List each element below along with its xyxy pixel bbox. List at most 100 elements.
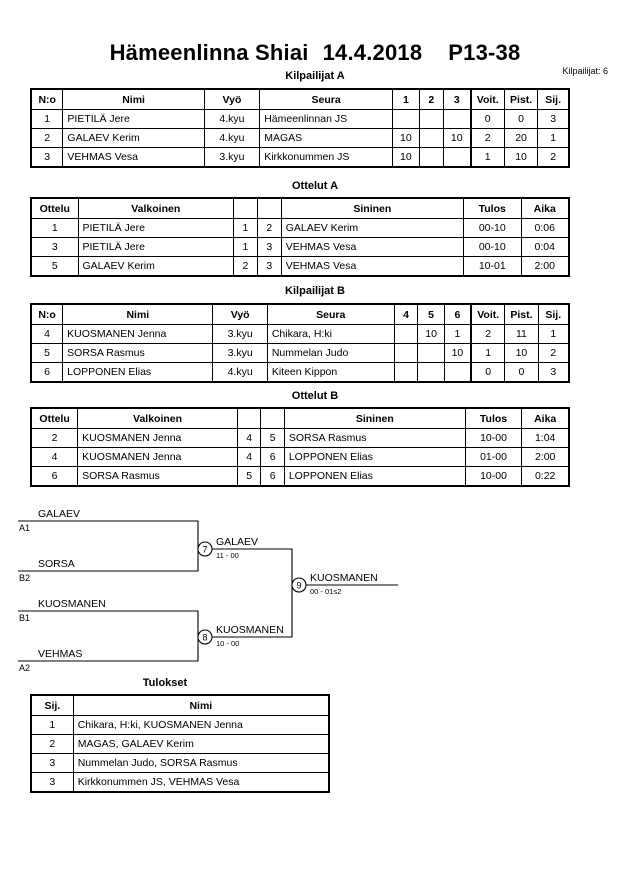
bracket-node-8-number: 8 [202,633,207,643]
header-name: Nimi [62,88,205,110]
cell-score-5 [417,343,445,363]
cell-score-3 [442,109,472,129]
cell-result: 00-10 [462,218,522,238]
cell-belt: 4.kyu [203,128,261,148]
header-match-5: 5 [417,303,445,325]
header-club: Seura [266,303,395,325]
table-row: 1 PIETILÄ Jere 4.kyu Hämeenlinnan JS 0 0… [30,109,570,129]
bracket-entry-seed-3: B1 [19,613,30,623]
cell-club: Chikara, H:ki [266,324,395,344]
cell-blue-no: 6 [260,447,285,467]
cell-blue-no: 6 [260,466,285,487]
cell-rank: 1 [537,324,570,344]
cell-points: 10 [503,147,539,168]
table-row: 2 GALAEV Kerim 4.kyu MAGAS 10 10 2 20 1 [30,128,570,148]
cell-points: 11 [504,324,539,344]
bracket-entry-name-3: KUOSMANEN [38,598,106,610]
cell-no: 3 [30,147,64,168]
bracket-node-8-score: 10 - 00 [216,639,239,648]
header-match: Ottelu [30,197,79,219]
table-row: 3 Kirkkonummen JS, VEHMAS Vesa [30,772,330,793]
cell-blue: GALAEV Kerim [280,218,464,238]
bracket-entry-seed-1: A1 [19,523,30,533]
cell-score-6: 1 [443,324,472,344]
cell-wins: 0 [469,109,505,129]
header-blue-no [260,407,285,429]
cell-blue: VEHMAS Vesa [280,256,464,277]
cell-points: 20 [503,128,539,148]
cell-name: VEHMAS Vesa [62,147,205,168]
cell-white: PIETILÄ Jere [77,237,234,257]
results-header-row: Sij. Nimi [30,694,330,716]
cell-score-2 [418,147,444,168]
cell-white-no: 1 [232,218,258,238]
matches-b-caption: Ottelut B [291,390,339,402]
cell-club: MAGAS [259,128,394,148]
cell-white-no: 4 [236,447,262,467]
header-match-3: 3 [442,88,472,110]
cell-result: 01-00 [464,447,523,467]
header-match-2: 2 [418,88,444,110]
bracket-node-9-winner: KUOSMANEN [310,572,378,584]
bracket-node-8 [197,629,213,645]
cell-white-no: 2 [232,256,258,277]
cell-match-no: 3 [30,237,79,257]
pool-b-header-row: N:o Nimi Vyö Seura 4 5 6 Voit. Pist. Sij… [30,303,570,325]
header-white-no [232,197,258,219]
table-row: 3 VEHMAS Vesa 3.kyu Kirkkonummen JS 10 1… [30,147,570,168]
cell-match-no: 6 [30,466,79,487]
cell-score-6: 10 [443,343,472,363]
cell-wins: 2 [470,324,506,344]
bracket-entry-name-1: GALAEV [38,508,80,520]
competitor-count: Kilpailijat: 6 [562,66,608,76]
cell-belt: 3.kyu [212,324,268,344]
cell-belt: 3.kyu [203,147,261,168]
header-belt: Vyö [212,303,268,325]
pool-b-table: N:o Nimi Vyö Seura 4 5 6 Voit. Pist. Sij… [30,303,570,383]
table-row: 3 Nummelan Judo, SORSA Rasmus [30,753,330,773]
bracket-node-9 [291,577,307,593]
header-rank: Sij. [537,303,570,325]
header-match-6: 6 [443,303,472,325]
cell-result: 10-01 [462,256,522,277]
cell-result-rank: 3 [30,753,74,773]
cell-club: Hämeenlinnan JS [259,109,394,129]
table-row: 1 PIETILÄ Jere 1 2 GALAEV Kerim 00-10 0:… [30,218,570,238]
cell-rank: 3 [537,109,570,129]
cell-blue-no: 3 [256,237,282,257]
pool-a-table: N:o Nimi Vyö Seura 1 2 3 Voit. Pist. Sij… [30,88,570,168]
cell-white: KUOSMANEN Jenna [77,428,238,448]
cell-score-4 [393,362,419,383]
header-result-rank: Sij. [30,694,74,716]
cell-name: KUOSMANEN Jenna [62,324,214,344]
cell-white-no: 4 [236,428,262,448]
table-row: 2 KUOSMANEN Jenna 4 5 SORSA Rasmus 10-00… [30,428,570,448]
cell-name: SORSA Rasmus [62,343,214,363]
cell-time: 0:04 [520,237,570,257]
header-points: Pist. [504,303,539,325]
header-belt: Vyö [203,88,261,110]
event-category: P13-38 [448,40,521,65]
cell-points: 10 [504,343,539,363]
cell-result: 10-00 [464,428,523,448]
cell-rank: 1 [537,128,570,148]
cell-score-4 [393,343,419,363]
cell-no: 2 [30,128,64,148]
cell-wins: 2 [469,128,505,148]
cell-club: Kirkkonummen JS [259,147,394,168]
cell-result-name: Kirkkonummen JS, VEHMAS Vesa [72,772,330,793]
header-wins: Voit. [469,88,505,110]
cell-club: Nummelan Judo [266,343,395,363]
header-club: Seura [259,88,394,110]
header-no: N:o [30,303,64,325]
cell-time: 0:22 [521,466,570,487]
cell-score-1: 10 [392,128,420,148]
cell-score-3 [442,147,472,168]
cell-score-1 [392,109,420,129]
header-wins: Voit. [470,303,506,325]
cell-result-name: Nummelan Judo, SORSA Rasmus [72,753,330,773]
header-time: Aika [520,197,570,219]
table-row: 5 SORSA Rasmus 3.kyu Nummelan Judo 10 1 … [30,343,570,363]
cell-club: Kiteen Kippon [266,362,395,383]
header-white: Valkoinen [77,197,234,219]
